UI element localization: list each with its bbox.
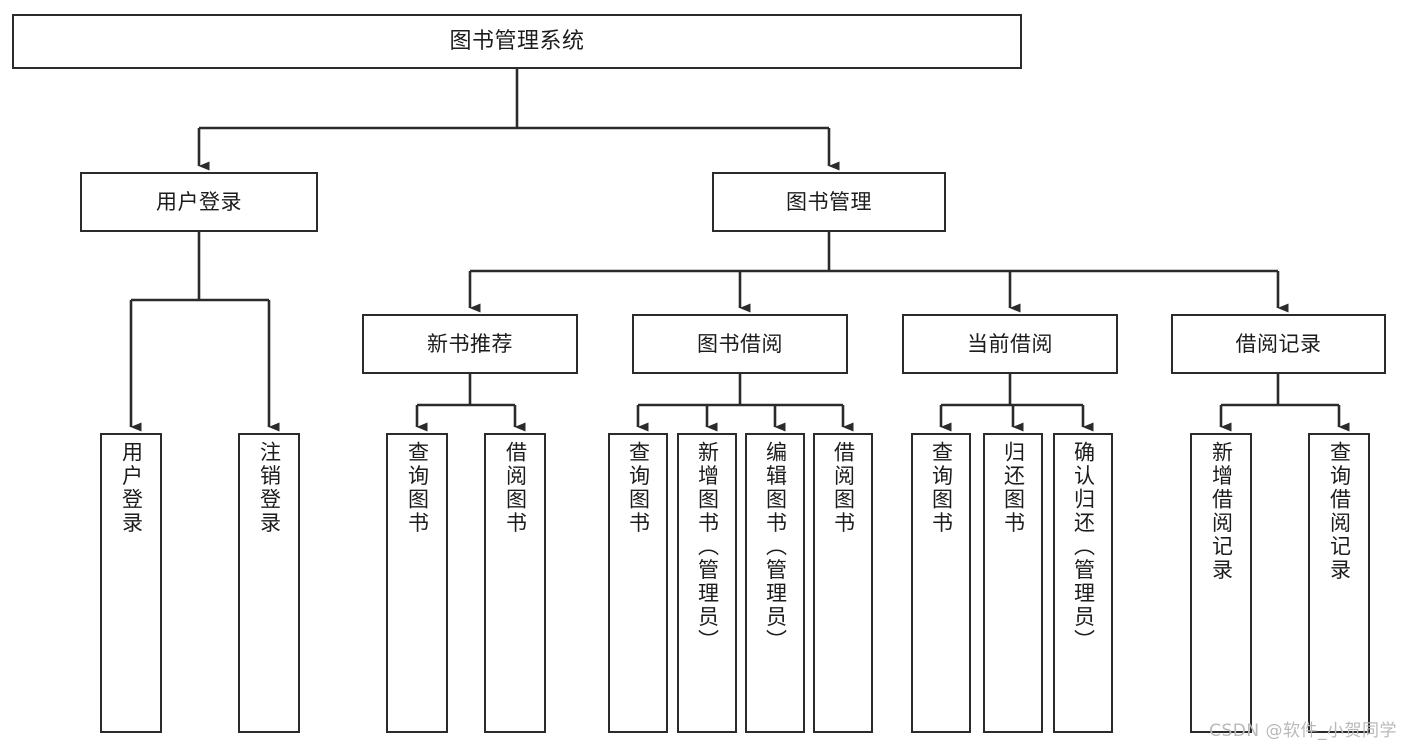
node-user-login[interactable]: 用户登录 (80, 172, 318, 232)
node-leaf-add-borrow-record-label: 新增借阅记录 (1209, 441, 1234, 582)
node-leaf-query-book-borrow[interactable]: 查询图书 (608, 433, 668, 733)
node-leaf-borrow-book-recommend-label: 借阅图书 (503, 441, 528, 535)
node-leaf-user-login-label: 用户登录 (119, 441, 144, 535)
node-leaf-query-book-recommend-label: 查询图书 (405, 441, 430, 535)
node-leaf-edit-book-admin-label: 编辑图书（管理员） (763, 441, 788, 653)
node-leaf-query-borrow-record[interactable]: 查询借阅记录 (1308, 433, 1370, 733)
node-book-borrow[interactable]: 图书借阅 (632, 314, 848, 374)
node-leaf-return-book[interactable]: 归还图书 (983, 433, 1043, 733)
node-leaf-confirm-return-admin[interactable]: 确认归还（管理员） (1053, 433, 1113, 733)
node-leaf-borrow-book-recommend[interactable]: 借阅图书 (484, 433, 546, 733)
node-leaf-add-book-admin-label: 新增图书（管理员） (695, 441, 720, 653)
node-leaf-query-book-current-label: 查询图书 (929, 441, 954, 535)
node-leaf-add-book-admin[interactable]: 新增图书（管理员） (677, 433, 737, 733)
node-leaf-borrow-book[interactable]: 借阅图书 (813, 433, 873, 733)
node-leaf-logout[interactable]: 注销登录 (238, 433, 300, 733)
node-book-borrow-label: 图书借阅 (697, 331, 783, 356)
node-leaf-confirm-return-admin-label: 确认归还（管理员） (1071, 441, 1096, 653)
csdn-watermark: CSDN @软件_小贺同学 (1209, 721, 1397, 741)
node-root-system-label: 图书管理系统 (449, 28, 585, 54)
node-book-management-label: 图书管理 (786, 189, 872, 214)
node-leaf-edit-book-admin[interactable]: 编辑图书（管理员） (745, 433, 805, 733)
node-new-book-recommend[interactable]: 新书推荐 (362, 314, 578, 374)
node-leaf-borrow-book-label: 借阅图书 (831, 441, 856, 535)
node-leaf-logout-label: 注销登录 (257, 441, 282, 535)
node-leaf-user-login[interactable]: 用户登录 (100, 433, 162, 733)
node-current-borrow-label: 当前借阅 (967, 331, 1053, 356)
node-borrow-record[interactable]: 借阅记录 (1171, 314, 1386, 374)
node-root-system[interactable]: 图书管理系统 (12, 14, 1022, 69)
node-book-management[interactable]: 图书管理 (712, 172, 946, 232)
node-user-login-label: 用户登录 (156, 189, 242, 214)
node-leaf-query-borrow-record-label: 查询借阅记录 (1327, 441, 1352, 582)
node-borrow-record-label: 借阅记录 (1235, 331, 1322, 356)
node-new-book-recommend-label: 新书推荐 (427, 331, 513, 356)
node-leaf-add-borrow-record[interactable]: 新增借阅记录 (1190, 433, 1252, 733)
node-leaf-query-book-recommend[interactable]: 查询图书 (386, 433, 448, 733)
node-leaf-query-book-borrow-label: 查询图书 (626, 441, 651, 535)
node-leaf-return-book-label: 归还图书 (1001, 441, 1026, 535)
node-leaf-query-book-current[interactable]: 查询图书 (911, 433, 971, 733)
node-current-borrow[interactable]: 当前借阅 (902, 314, 1118, 374)
